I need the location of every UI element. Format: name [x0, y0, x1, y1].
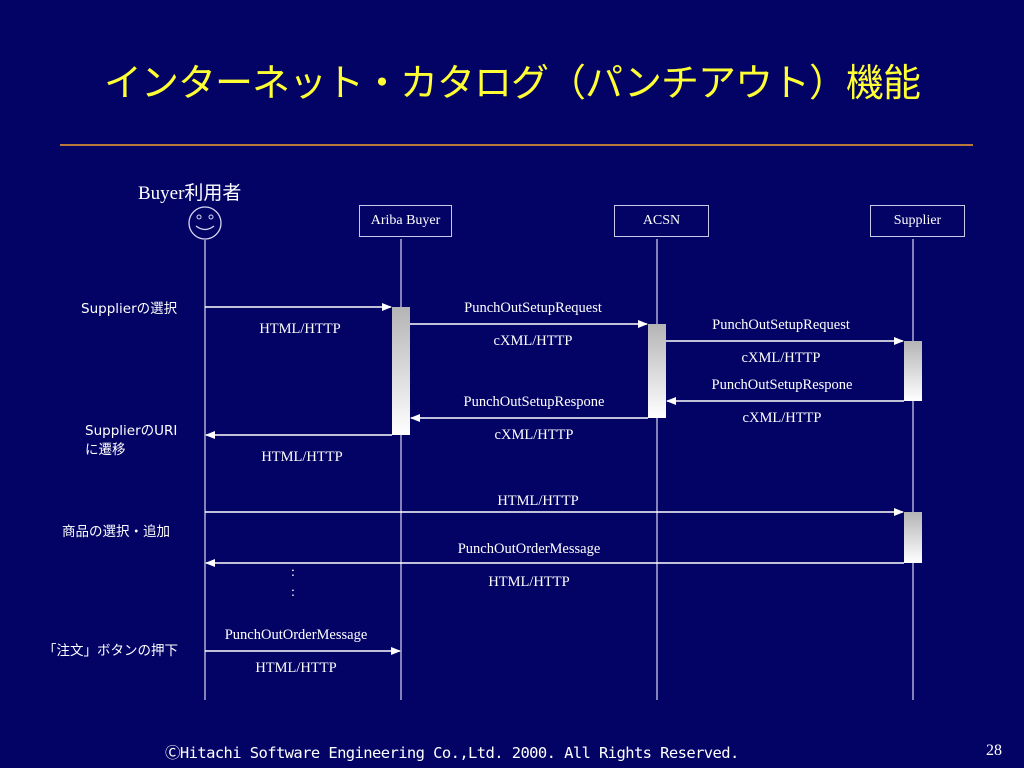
step-redirect-line1: SupplierのURI — [85, 423, 178, 439]
message-label-below: HTML/HTTP — [488, 574, 570, 590]
step-select-supplier: Supplierの選択 — [81, 301, 178, 317]
copyright-footer: ⒸHitachi Software Engineering Co.,Ltd. 2… — [165, 744, 739, 762]
activation-acsn — [648, 324, 666, 418]
ellipsis-marker: : — [291, 565, 295, 580]
message-label-above: PunchOutSetupRequest — [712, 317, 850, 333]
message-label-below: cXML/HTTP — [493, 333, 573, 349]
smiley-face-icon — [188, 206, 222, 240]
message-label-below: HTML/HTTP — [255, 660, 337, 676]
activation-supplier-1 — [904, 341, 922, 401]
ellipsis-marker: : — [291, 585, 295, 600]
activation-ariba — [392, 307, 410, 435]
page-number: 28 — [986, 742, 1002, 759]
step-press-order: 「注文」ボタンの押下 — [43, 643, 178, 659]
step-select-products: 商品の選択・追加 — [62, 524, 170, 540]
participant-label: ACSN — [642, 213, 681, 228]
participant-label: Supplier — [893, 213, 942, 228]
slide-title: インターネット・カタログ（パンチアウト）機能 — [104, 61, 921, 105]
message-label-below: cXML/HTTP — [494, 427, 574, 443]
message-label-above: PunchOutOrderMessage — [224, 627, 368, 643]
activation-supplier-2 — [904, 512, 922, 563]
participant-supplier: Supplier — [870, 205, 965, 237]
message-label-above: PunchOutSetupRespone — [711, 377, 853, 393]
participant-ariba-buyer: Ariba Buyer — [359, 205, 452, 237]
step-redirect-line2: に遷移 — [85, 442, 126, 458]
message-label-below: cXML/HTTP — [742, 410, 822, 426]
actor-label: Buyer利用者 — [138, 183, 242, 204]
message-label-above: PunchOutSetupRespone — [463, 394, 605, 410]
message-label-below: HTML/HTTP — [261, 449, 343, 465]
participant-acsn: ACSN — [614, 205, 709, 237]
message-label-below: cXML/HTTP — [741, 350, 821, 366]
message-label-above: HTML/HTTP — [497, 493, 579, 509]
title-divider — [60, 144, 973, 146]
participant-label: Ariba Buyer — [370, 213, 441, 228]
message-label-above: PunchOutSetupRequest — [464, 300, 602, 316]
message-label-below: HTML/HTTP — [259, 321, 341, 337]
message-label-above: PunchOutOrderMessage — [457, 541, 601, 557]
